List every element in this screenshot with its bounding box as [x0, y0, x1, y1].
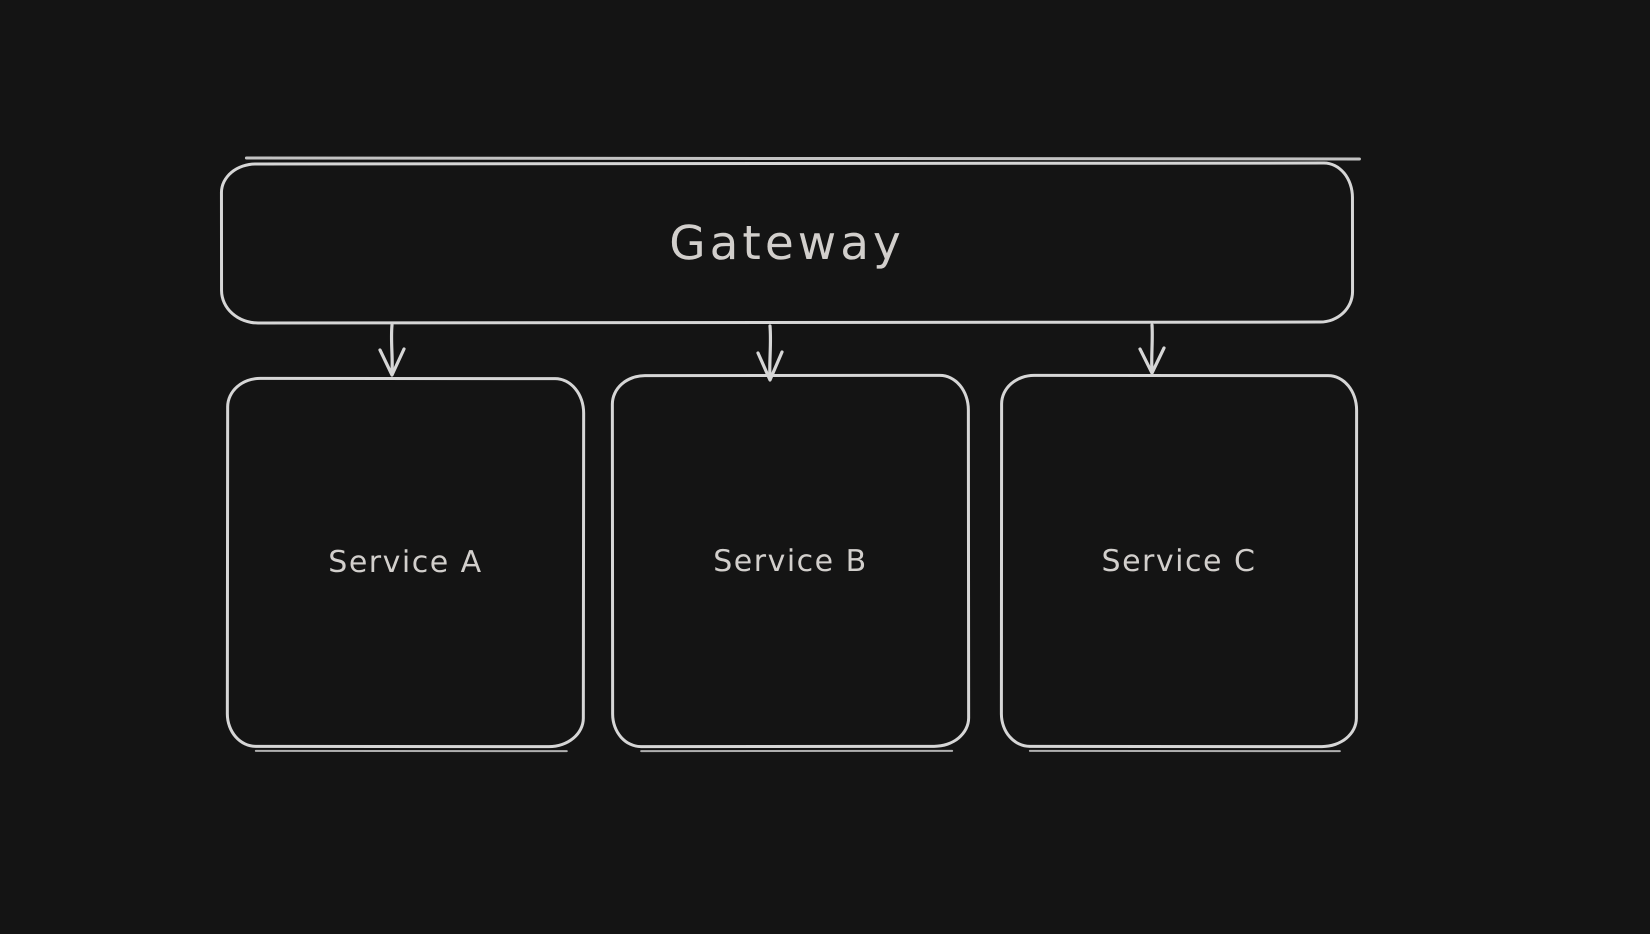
arrow-gateway-to-service-c[interactable] — [1138, 323, 1166, 375]
node-service-a-label: Service A — [328, 544, 483, 581]
arrow-gateway-to-service-b[interactable] — [756, 324, 784, 382]
node-service-a[interactable]: Service A — [225, 376, 586, 749]
node-service-c[interactable]: Service C — [999, 373, 1359, 749]
node-service-b-label: Service B — [713, 543, 868, 579]
node-gateway[interactable]: Gateway — [219, 161, 1355, 325]
node-service-b[interactable]: Service B — [610, 373, 971, 749]
node-service-c-label: Service C — [1101, 543, 1257, 579]
arrow-gateway-to-service-a[interactable] — [378, 323, 406, 377]
node-gateway-label: Gateway — [669, 215, 905, 271]
